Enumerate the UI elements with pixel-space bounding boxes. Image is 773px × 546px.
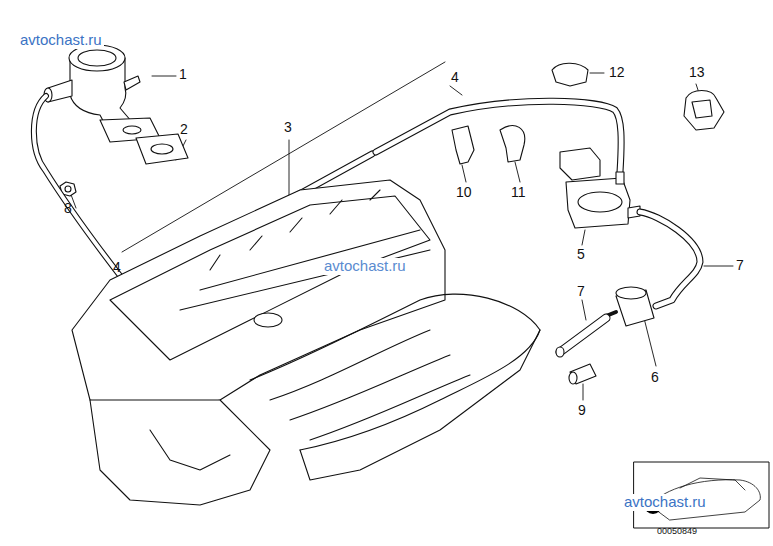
watermark: avtochast.ru bbox=[322, 258, 408, 275]
callout-number: 5 bbox=[577, 247, 585, 262]
watermark: avtochast.ru bbox=[622, 494, 708, 511]
drawing-number: 00050849 bbox=[657, 527, 697, 537]
callout-number: 7 bbox=[577, 284, 585, 299]
callout-number: 8 bbox=[64, 201, 72, 216]
callout-number: 3 bbox=[284, 120, 292, 135]
callout-number: 9 bbox=[578, 403, 586, 418]
callout-number: 10 bbox=[456, 185, 472, 200]
callout-number: 7 bbox=[736, 258, 744, 273]
callout-number: 11 bbox=[511, 185, 526, 200]
callout-number: 4 bbox=[451, 70, 459, 85]
callout-number: 13 bbox=[689, 65, 705, 80]
callout-number: 1 bbox=[179, 67, 187, 82]
callout-number: 12 bbox=[609, 65, 625, 80]
callout-number: 4 bbox=[113, 260, 121, 275]
watermark: avtochast.ru bbox=[18, 32, 104, 49]
callout-number: 6 bbox=[651, 370, 659, 385]
callout-number: 2 bbox=[180, 122, 188, 137]
